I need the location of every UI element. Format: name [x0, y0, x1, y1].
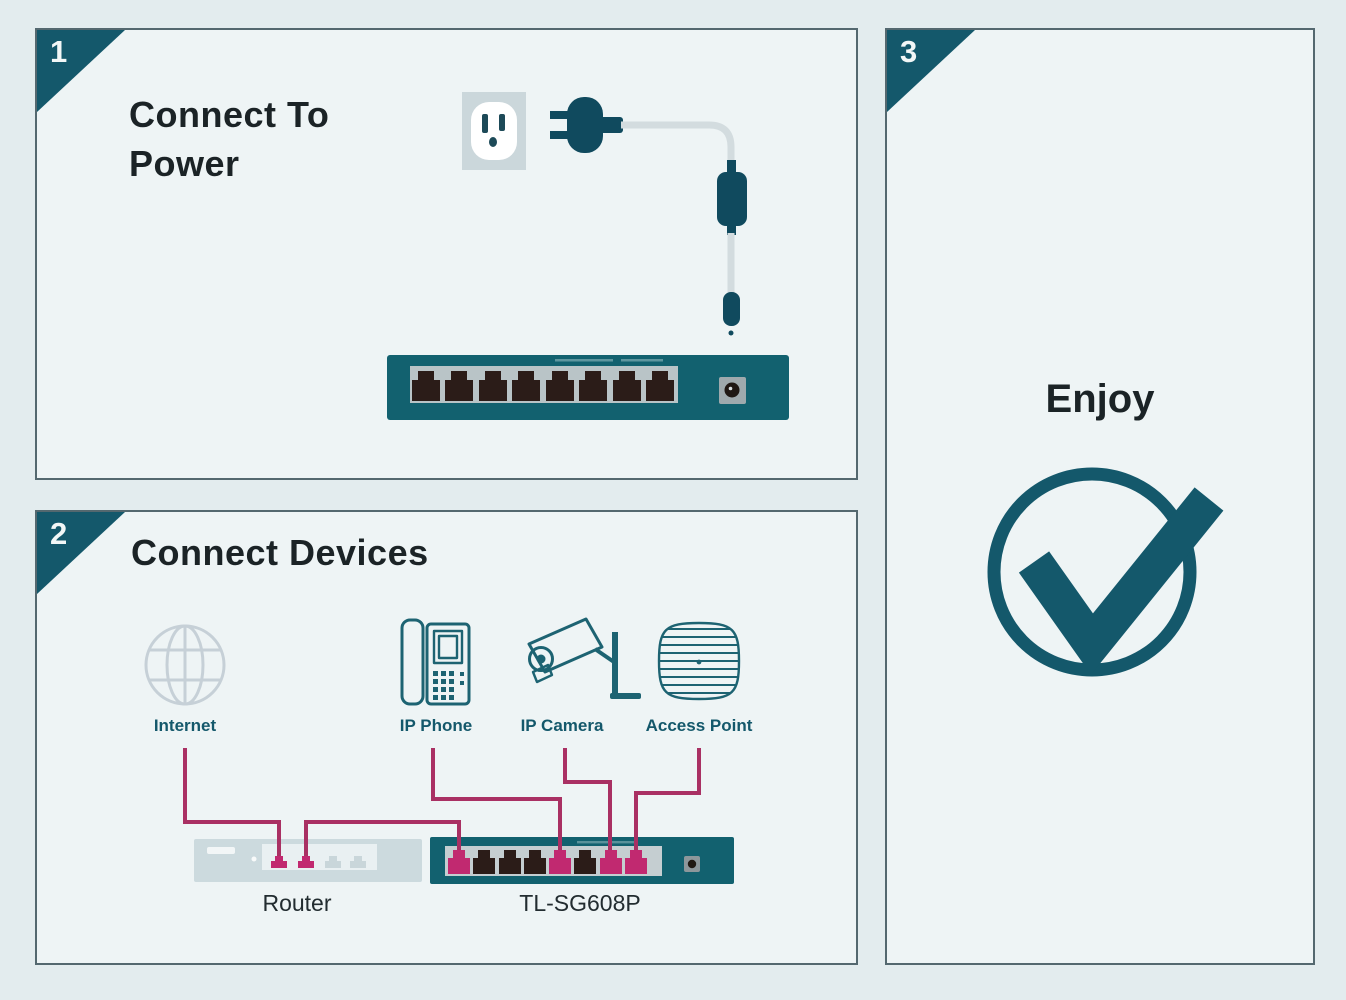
power-plug-icon — [550, 97, 623, 153]
label-access-point: Access Point — [645, 716, 753, 735]
switch-dc-power-jack — [719, 377, 746, 404]
power-adapter-icon — [621, 121, 747, 336]
label-switch-model: TL-SG608P — [519, 890, 641, 916]
cable-ipcamera-to-switch — [563, 748, 612, 860]
connect-power-illustration — [387, 92, 789, 420]
internet-globe-icon — [144, 624, 226, 706]
ip-camera-icon — [527, 617, 641, 699]
panel-1-title: Connect To Power — [129, 90, 329, 188]
network-cables — [183, 748, 701, 864]
cable-internet-to-router — [183, 748, 281, 862]
label-internet: Internet — [153, 716, 217, 735]
switch-rj45-ports — [412, 371, 674, 401]
success-illustration — [987, 467, 1224, 677]
step-2-number: 2 — [50, 516, 68, 551]
step-1-number: 1 — [50, 34, 68, 69]
cable-accesspoint-to-switch — [634, 748, 701, 860]
panel-step-1-connect-to-power: 1 Connect To Power — [35, 28, 858, 480]
switch-ports — [448, 850, 700, 874]
cable-ipphone-to-switch — [431, 748, 562, 860]
step-3-number: 3 — [900, 34, 918, 69]
panel-3-title: Enjoy — [1045, 377, 1155, 421]
panel-1-title-line2: Power — [129, 143, 240, 184]
check-circle-icon — [987, 467, 1224, 677]
label-router: Router — [262, 890, 332, 916]
ip-phone-icon — [400, 618, 471, 706]
panel-1-title-line1: Connect To — [129, 94, 330, 135]
label-ip-phone: IP Phone — [399, 716, 473, 735]
access-point-icon — [657, 621, 741, 701]
panel-2-title: Connect Devices — [131, 532, 429, 573]
panel-step-2-connect-devices: 2 Connect Devices — [35, 510, 858, 965]
switch-dc-jack — [684, 856, 700, 872]
power-outlet-icon — [462, 92, 526, 170]
connect-devices-illustration — [144, 617, 741, 884]
label-ip-camera: IP Camera — [520, 716, 604, 735]
ip-phone-keypad — [433, 671, 464, 700]
switch-rear-panel — [387, 355, 789, 420]
panel-step-3-enjoy: 3 Enjoy — [885, 28, 1315, 965]
cable-router-to-switch — [304, 820, 461, 864]
router-ports — [271, 856, 366, 868]
